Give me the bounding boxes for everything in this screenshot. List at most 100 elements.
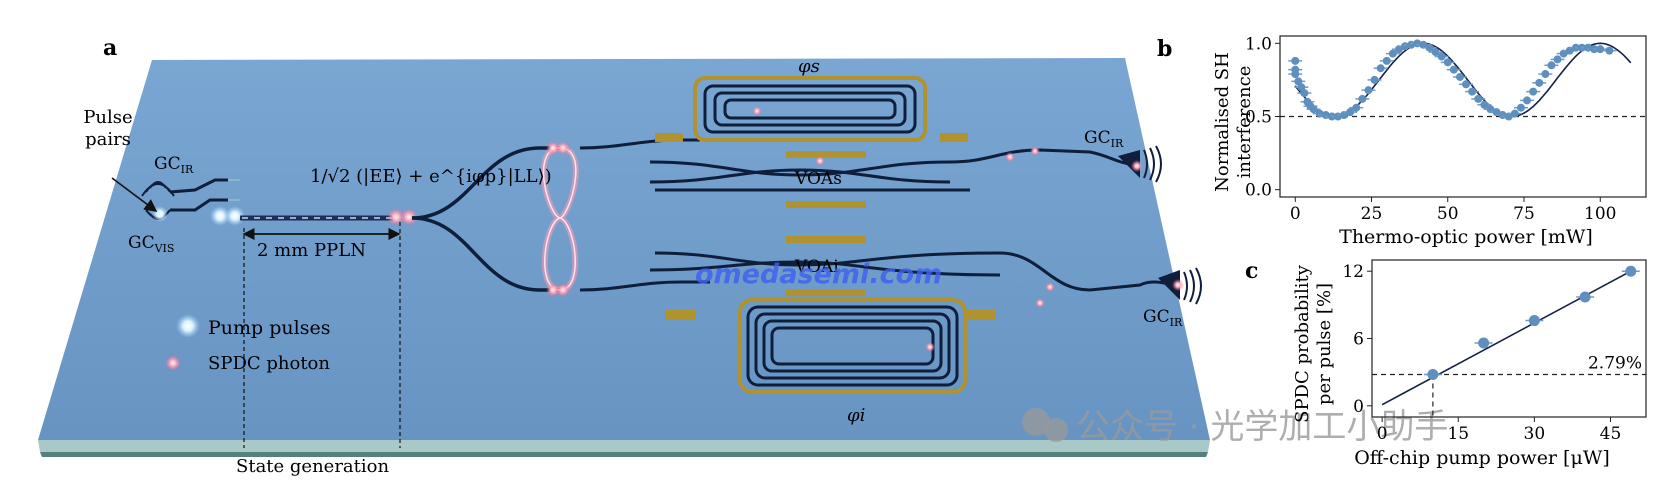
panel-b-data-point bbox=[1535, 78, 1544, 87]
panel-b-data-point bbox=[1455, 72, 1464, 81]
panel-b-data-point bbox=[1480, 100, 1489, 109]
voa-s-heater-top bbox=[786, 151, 866, 158]
panel-c-frame bbox=[1371, 259, 1647, 418]
split-upper bbox=[411, 146, 560, 220]
panel-b-data-point bbox=[1553, 55, 1562, 64]
panel-c-xtick-label: 30 bbox=[1524, 424, 1546, 444]
pump-pulse-3 bbox=[152, 206, 168, 222]
panel-c-ylabel-2: per pulse [%] bbox=[1314, 283, 1335, 405]
pulse-pairs-label-2: pairs bbox=[85, 129, 131, 150]
panel-b-data-point bbox=[1462, 80, 1471, 89]
state-generation-label: State generation bbox=[236, 456, 389, 477]
panel-label-a: a bbox=[103, 35, 117, 61]
panel-b-data-point bbox=[1370, 75, 1379, 84]
spdc-pair-start bbox=[387, 208, 405, 226]
voa-i-heater-top bbox=[786, 236, 866, 243]
panel-b-data-point bbox=[1425, 43, 1434, 52]
output-waveguide-s bbox=[949, 148, 1131, 166]
input-waveguides bbox=[169, 178, 228, 212]
panel-b-data-point bbox=[1559, 49, 1568, 58]
panel-c-data-point bbox=[1478, 337, 1490, 349]
panel-b-data-point bbox=[1437, 52, 1446, 61]
panel-b-data-point bbox=[1376, 64, 1385, 73]
panel-c-xlabel: Off-chip pump power [μW] bbox=[1354, 447, 1610, 469]
wechat-icon bbox=[1022, 408, 1050, 436]
panel-b-data-point bbox=[1431, 48, 1440, 57]
panel-b-data-point bbox=[1346, 108, 1355, 117]
panel-b-fit-curve bbox=[1294, 42, 1632, 118]
panel-b-data-point bbox=[1291, 70, 1300, 79]
panel-b-ylabel-2: interference bbox=[1234, 66, 1255, 179]
pad-i-right bbox=[965, 310, 995, 319]
panel-b-xlabel: Thermo-optic power [mW] bbox=[1339, 226, 1593, 248]
panel-c-data-point bbox=[1625, 265, 1637, 277]
panel-b-data-point bbox=[1492, 108, 1501, 117]
panel-b-ytick-label: 1.0 bbox=[1245, 34, 1272, 54]
panel-b-data-point bbox=[1504, 112, 1513, 121]
panel-b-data-point bbox=[1309, 105, 1318, 114]
delay-spiral-i bbox=[665, 298, 995, 394]
output-waveguide-i bbox=[999, 251, 1176, 292]
panel-b-data-point bbox=[1565, 46, 1574, 55]
gc-ir-bottom-right-label: GCIR bbox=[1143, 307, 1183, 329]
heater-phi-i bbox=[738, 298, 967, 394]
panel-c-data-point bbox=[1427, 368, 1439, 380]
watermark-wechat-text: 公众号 · 光学加工小助手 bbox=[1076, 407, 1448, 447]
legend-pump-label: Pump pulses bbox=[208, 317, 330, 339]
panel-b-data-point bbox=[1358, 94, 1367, 103]
panel-c-xtick-label: 45 bbox=[1600, 424, 1622, 444]
panel-label-b: b bbox=[1157, 36, 1172, 62]
panel-b-ylabel-1: Normalised SH bbox=[1212, 52, 1233, 192]
voa-s-label: VOAs bbox=[794, 169, 842, 189]
panel-b-xtick-label: 0 bbox=[1290, 204, 1301, 224]
chip-edge-shadow bbox=[40, 452, 1208, 457]
state-formula: 1/√2 (|EE⟩ + e^{iφp}|LL⟩) bbox=[310, 166, 552, 187]
panel-b-data-point bbox=[1596, 45, 1605, 54]
panel-b-data-point bbox=[1352, 103, 1361, 112]
panel-c-ytick-label: 12 bbox=[1342, 262, 1364, 282]
panel-b-data-point bbox=[1523, 96, 1532, 105]
pump-pulse-2 bbox=[225, 206, 245, 226]
heater-phi-s bbox=[693, 76, 927, 142]
voa-i-upper-arm bbox=[654, 251, 1001, 267]
ppln-label: 2 mm PPLN bbox=[257, 240, 366, 261]
panel-c-data-point bbox=[1579, 291, 1591, 303]
panel-b-data-point bbox=[1529, 87, 1538, 96]
panel-c-ytick-label: 0 bbox=[1353, 397, 1364, 417]
panel-b-data-point bbox=[1300, 89, 1309, 98]
pulse-pairs-label-1: Pulse bbox=[83, 107, 132, 128]
panel-b-data-point bbox=[1291, 56, 1300, 65]
watermark-wechat: 公众号 · 光学加工小助手 bbox=[1022, 407, 1448, 447]
panel-a: a bbox=[38, 35, 1448, 477]
watermark-url: omedasemi.com bbox=[695, 259, 942, 290]
chip-surface bbox=[38, 58, 1210, 440]
panel-c-reference-label: 2.79% bbox=[1588, 353, 1642, 373]
panel-b-data-point bbox=[1541, 70, 1550, 79]
gc-vis-label: GCVIS bbox=[128, 233, 174, 255]
panel-c-fit-line bbox=[1381, 270, 1632, 406]
legend-pump-marker bbox=[176, 314, 200, 338]
panel-c-xtick-label: 15 bbox=[1447, 424, 1469, 444]
panel-b-data-point bbox=[1474, 94, 1483, 103]
phi-i-label: φi bbox=[847, 405, 865, 426]
pad-s-left bbox=[655, 133, 683, 142]
panel-b-data-point bbox=[1605, 46, 1614, 55]
voa-s-heater-bottom bbox=[786, 201, 866, 208]
pad-s-right bbox=[940, 133, 968, 142]
gc-ir-top-right-label: GCIR bbox=[1084, 128, 1124, 150]
gc-ir-bottom-right-icon bbox=[1158, 270, 1180, 300]
panel-b-data-point bbox=[1388, 49, 1397, 58]
panel-b-data-point bbox=[1486, 105, 1495, 114]
panel-b-data-point bbox=[1419, 40, 1428, 49]
panel-c-xtick-label: 0 bbox=[1377, 424, 1388, 444]
panel-b-xtick-label: 50 bbox=[1437, 204, 1459, 224]
chip-edge bbox=[38, 440, 1210, 452]
legend-spdc-label: SPDC photon bbox=[208, 353, 330, 374]
panel-c-ytick-label: 6 bbox=[1353, 330, 1364, 350]
panel-b-ytick-label: 0.5 bbox=[1245, 108, 1272, 128]
voa-i-heater-bottom bbox=[786, 289, 866, 296]
panel-b-data-point bbox=[1394, 45, 1403, 54]
